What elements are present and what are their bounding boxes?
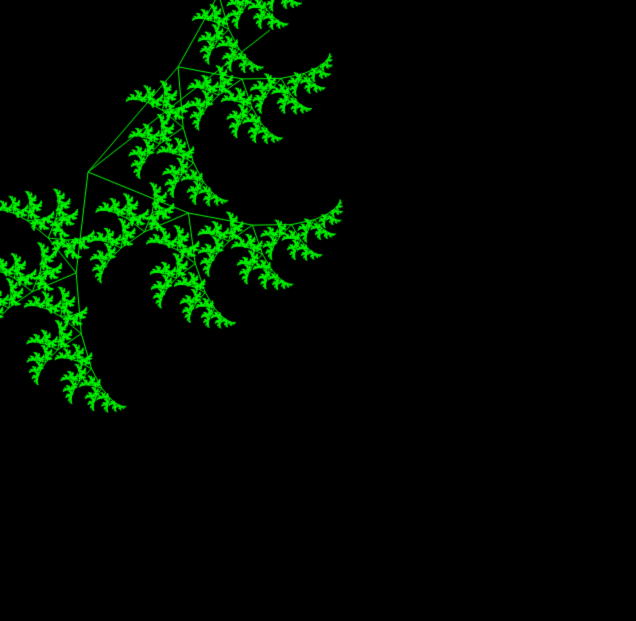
fractal-tree-canvas — [0, 0, 636, 621]
fractal-viewport — [0, 0, 636, 621]
